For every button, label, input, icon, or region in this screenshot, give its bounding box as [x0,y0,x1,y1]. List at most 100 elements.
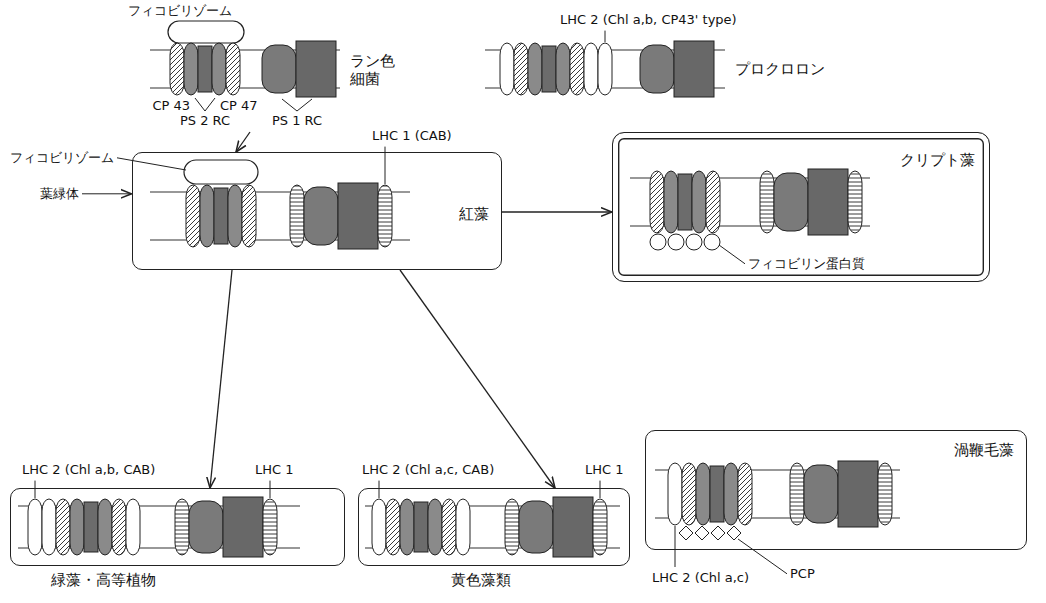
leader-line [35,481,36,498]
pcp-shape [679,526,693,540]
pcp-shape [711,526,725,540]
organism-name: 渦鞭毛藻 [954,441,1014,459]
phycobilisome-shape [184,160,258,184]
core-protein [696,463,710,525]
part-label: 葉緑体 [40,186,79,202]
leader-line [675,526,676,567]
reaction-center-pointer [297,99,312,111]
thylakoid-membrane [150,21,340,97]
core-protein [184,43,198,95]
organism-name: 黄色藻類 [451,571,511,589]
core-protein [692,171,706,233]
organism-box: 渦鞭毛藻 [645,430,1027,550]
organism-name: 緑藻・高等植物 [51,571,156,589]
antenna-protein [514,43,528,95]
ps1-core [189,501,223,553]
antenna-protein [170,43,184,95]
phycobilisome-shape [168,21,244,43]
antenna-protein [386,499,400,555]
lhc1-protein [175,499,189,555]
pointer-arrow [82,193,132,194]
core-protein [428,499,442,555]
core-protein [528,43,542,95]
antenna-protein [442,499,456,555]
antenna-protein [112,499,126,555]
antenna-protein [56,499,70,555]
phycobilin-protein-shape [668,234,684,250]
ps1-core [774,173,808,231]
leader-line [379,481,380,498]
ps1-reaction-center [223,497,263,557]
lhc1-protein [848,171,862,233]
reaction-center [414,502,428,552]
part-label: LHC 2 (Chl a,c, CAB) [362,462,494,478]
reaction-center [84,502,98,552]
thylakoid-membrane [150,160,410,249]
leader-line [600,481,601,498]
part-label: LHC 1 (CAB) [372,128,452,144]
pcp-shape [695,526,709,540]
antenna-protein [226,43,240,95]
part-label: CP 43 [152,98,190,114]
thylakoid-membrane [630,169,870,250]
leader-line [117,158,186,170]
antenna-protein [682,463,696,525]
core-protein [400,499,414,555]
chloroplast-box: 紅藻 [132,152,502,270]
lhc1-protein [378,185,392,247]
lhc1-protein [593,499,607,555]
leader-line [605,31,606,42]
lhc2-protein [456,499,470,555]
leader-lines [35,31,787,574]
organism-name: 紅藻 [459,205,489,223]
thylakoid-membrane [365,497,620,557]
antenna-protein [650,171,664,233]
ps1-reaction-center [296,41,336,97]
part-label: CP 47 [220,98,258,114]
lhc2-protein [584,43,598,95]
organism-name: プロクロロン [735,60,825,78]
reaction-center [198,46,212,92]
ps1-reaction-center [338,183,378,249]
lhc1-protein [505,499,519,555]
antenna-protein [186,185,200,247]
reaction-center-pointer [282,99,297,111]
core-protein [98,499,112,555]
part-label: LHC 2 (Chl a,b, CP43' type) [560,12,737,28]
core-protein [212,43,226,95]
core-protein [724,463,738,525]
evolution-arrow [236,132,250,152]
core-protein [556,43,570,95]
thylakoid-membrane [485,41,725,97]
antenna-protein [738,463,752,525]
ps1-core [804,465,838,523]
part-label: PS 1 RC [272,113,322,129]
ps1-core [519,501,553,553]
evolution-arrow [502,211,612,212]
part-label: PS 2 RC [180,113,230,129]
lhc1-protein [290,185,304,247]
reaction-center [214,188,228,244]
lhc2-protein [42,499,56,555]
organism-box: 黄色藻類 [358,488,630,566]
reaction-center [710,466,724,522]
part-label: LHC 2 (Chl a,c) [652,570,749,586]
evolution-arrow [210,270,232,488]
part-label: LHC 1 [585,462,624,478]
pcp-shape [727,526,741,540]
lhc1-protein [790,463,804,525]
ps1-reaction-center [808,169,848,235]
core-protein [228,185,242,247]
leader-line [719,245,745,264]
antenna-protein [706,171,720,233]
organism-box: 緑藻・高等植物 [10,488,345,566]
leader-line [270,481,271,498]
antenna-protein [242,185,256,247]
core-protein [200,185,214,247]
lhc2-protein [668,463,682,525]
part-label: フィコビリゾーム [128,3,232,19]
